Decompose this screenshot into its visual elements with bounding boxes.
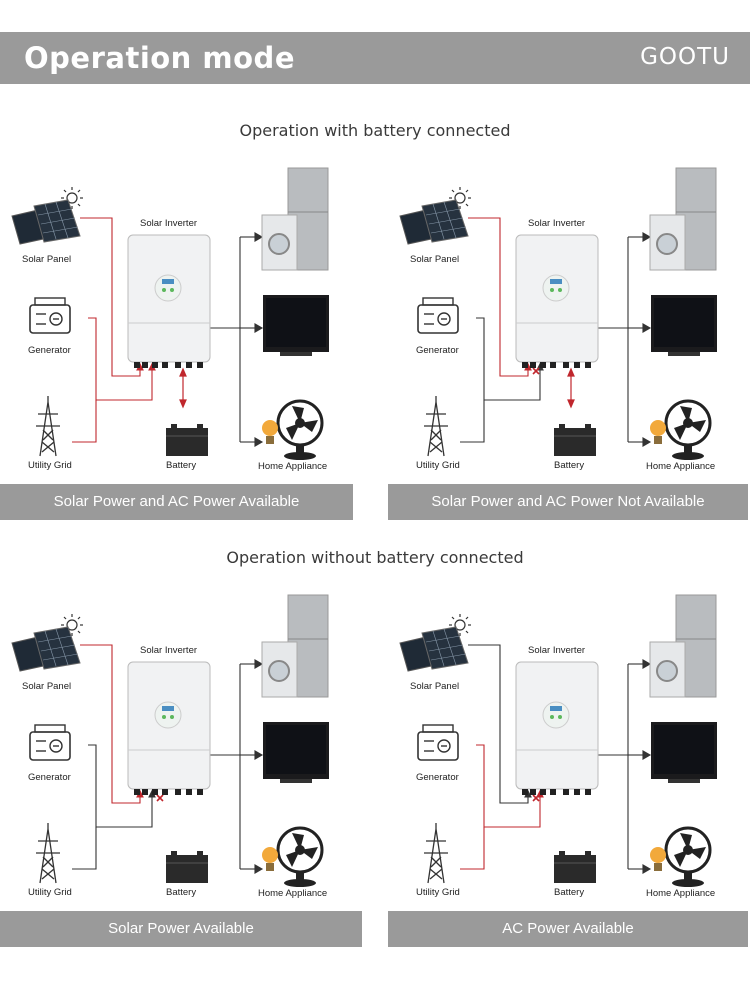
- utility-grid-label: Utility Grid: [416, 460, 460, 471]
- light-bulb-icon: [650, 420, 666, 444]
- home-appliance-label: Home Appliance: [646, 888, 716, 899]
- generator-label: Generator: [416, 772, 459, 783]
- washing-machine-icon: [261, 641, 298, 698]
- battery-icon: [166, 851, 208, 883]
- panel-4: Solar Panel Generator Utility Grid Solar…: [388, 567, 748, 947]
- grid-line: [72, 400, 97, 443]
- generator-icon: [417, 297, 459, 334]
- output-lines: [210, 232, 264, 447]
- solar-panel-icon: [399, 199, 469, 245]
- television-icon: [651, 722, 717, 783]
- panel-caption: Solar Power and AC Power Available: [0, 484, 353, 520]
- battery-icon: [554, 424, 596, 456]
- solar-panel-label: Solar Panel: [22, 681, 72, 692]
- panel-1: Solar Panel Generator Utility Grid Solar…: [0, 140, 353, 520]
- solar-inverter-icon: [127, 234, 211, 368]
- battery-link: [179, 367, 187, 409]
- generator-label: Generator: [416, 345, 459, 356]
- solar-panel-icon: [11, 626, 81, 672]
- solar-panel-label: Solar Panel: [410, 681, 460, 692]
- grid-line: [460, 400, 485, 443]
- washing-machine-icon: [649, 214, 686, 271]
- television-icon: [651, 295, 717, 356]
- blocked-mark: [532, 794, 540, 802]
- utility-grid-tower-icon: [36, 396, 60, 457]
- blocked-mark: [532, 367, 540, 375]
- generator-icon: [29, 297, 71, 334]
- home-appliance-label: Home Appliance: [646, 461, 716, 472]
- utility-grid-label: Utility Grid: [28, 460, 72, 471]
- battery-icon: [554, 851, 596, 883]
- diagram-canvas: [399, 167, 717, 460]
- battery-icon: [166, 424, 208, 456]
- output-lines: [598, 232, 652, 447]
- battery-label: Battery: [554, 887, 585, 898]
- panel-2: Solar Panel Generator Utility Grid Solar…: [388, 140, 748, 520]
- fan-icon: [664, 399, 712, 460]
- washing-machine-icon: [649, 641, 686, 698]
- grid-line: [460, 827, 485, 870]
- solar-inverter-label: Solar Inverter: [528, 645, 586, 656]
- battery-label: Battery: [554, 460, 585, 471]
- diagram-canvas: [11, 594, 329, 887]
- fan-icon: [664, 826, 712, 887]
- output-lines: [598, 659, 652, 874]
- solar-inverter-icon: [127, 661, 211, 795]
- light-bulb-icon: [262, 420, 278, 444]
- utility-grid-label: Utility Grid: [28, 887, 72, 898]
- solar-inverter-label: Solar Inverter: [140, 218, 198, 229]
- solar-inverter-icon: [515, 234, 599, 368]
- fan-icon: [276, 826, 324, 887]
- panel-caption: Solar Power and AC Power Not Available: [388, 484, 748, 520]
- solar-inverter-label: Solar Inverter: [528, 218, 586, 229]
- generator-icon: [29, 724, 71, 761]
- generator-label: Generator: [28, 345, 71, 356]
- light-bulb-icon: [650, 847, 666, 871]
- utility-grid-tower-icon: [424, 396, 448, 457]
- diagram-canvas: [11, 167, 329, 460]
- solar-inverter-icon: [515, 661, 599, 795]
- battery-link: [567, 367, 575, 409]
- utility-grid-tower-icon: [36, 823, 60, 884]
- brand-logo: GOOTU: [640, 44, 730, 70]
- solar-panel-icon: [399, 626, 469, 672]
- page-title: Operation mode: [24, 41, 295, 75]
- header-bar: Operation mode GOOTU: [0, 32, 750, 84]
- grid-line: [72, 827, 97, 870]
- home-appliance-label: Home Appliance: [258, 461, 328, 472]
- output-lines: [210, 659, 264, 874]
- utility-grid-tower-icon: [424, 823, 448, 884]
- solar-panel-label: Solar Panel: [22, 254, 72, 265]
- generator-label: Generator: [28, 772, 71, 783]
- blocked-mark: [156, 794, 164, 802]
- home-appliance-label: Home Appliance: [258, 888, 328, 899]
- solar-panel-label: Solar Panel: [410, 254, 460, 265]
- generator-icon: [417, 724, 459, 761]
- diagram-canvas: [399, 594, 717, 887]
- battery-label: Battery: [166, 460, 197, 471]
- section-title-without-battery: Operation without battery connected: [226, 548, 524, 567]
- light-bulb-icon: [262, 847, 278, 871]
- panel-caption: AC Power Available: [388, 911, 748, 947]
- panel-3: Solar Panel Generator Utility Grid Solar…: [0, 567, 362, 947]
- solar-panel-icon: [11, 199, 81, 245]
- utility-grid-label: Utility Grid: [416, 887, 460, 898]
- television-icon: [263, 722, 329, 783]
- television-icon: [263, 295, 329, 356]
- washing-machine-icon: [261, 214, 298, 271]
- sun-icon: [61, 187, 83, 209]
- fan-icon: [276, 399, 324, 460]
- panel-caption: Solar Power Available: [0, 911, 362, 947]
- battery-label: Battery: [166, 887, 197, 898]
- section-title-with-battery: Operation with battery connected: [239, 121, 511, 140]
- solar-inverter-label: Solar Inverter: [140, 645, 198, 656]
